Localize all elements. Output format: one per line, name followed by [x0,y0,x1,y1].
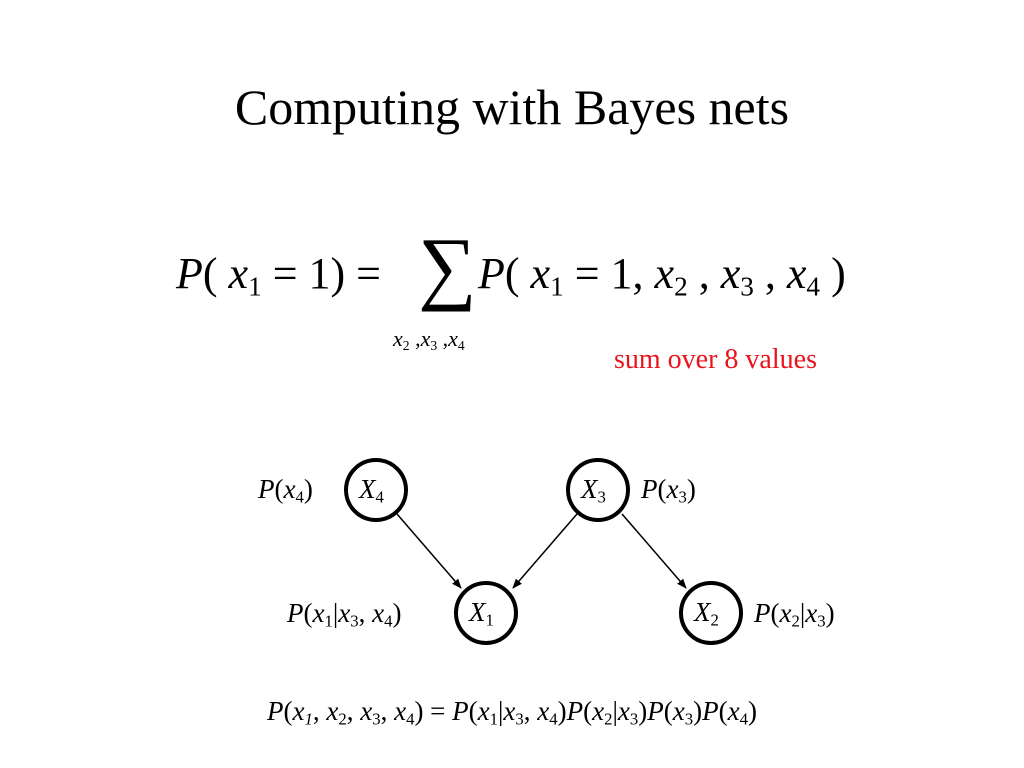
summation-index: x2 ,x3 ,x4 [393,326,465,353]
node-x1 [454,581,518,645]
node-x2 [679,581,743,645]
summation-sign: ∑ [418,221,477,312]
node-x4 [344,458,408,522]
node-x2-label: X2 [694,597,719,630]
prob-label-x1: P(x1|x3, x4) [287,598,402,631]
node-x3 [566,458,630,522]
factorization-formula: P(x1, x2, x3, x4) = P(x1|x3, x4)P(x2|x3)… [267,696,757,729]
sum-note: sum over 8 values [614,344,817,375]
prob-label-x3: P(x3) [641,474,696,507]
node-x1-label: X1 [469,597,494,630]
node-x4-label: X4 [359,474,384,507]
prob-label-x2: P(x2|x3) [754,598,835,631]
edge-x3-x2 [621,513,687,589]
equation-rhs: P( x1 = 1, x2 , x3 , x4 ) [478,249,846,302]
slide-title: Computing with Bayes nets [234,79,790,135]
node-x3-label: X3 [581,474,606,507]
equation-lhs: P( x1 = 1) = [176,249,381,302]
prob-label-x4: P(x4) [258,474,313,507]
edge-x3-x1 [512,513,578,589]
edge-x4-x1 [396,513,462,589]
